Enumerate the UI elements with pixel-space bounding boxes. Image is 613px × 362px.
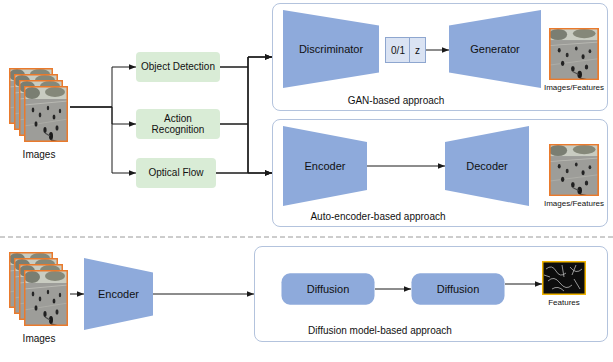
image-area xyxy=(8,252,70,330)
image-node: Images/Features xyxy=(541,144,607,212)
box-label: Object Detection xyxy=(141,61,215,73)
arrow-connector xyxy=(375,289,411,290)
panel-caption: Auto-encoder-based approach xyxy=(273,211,483,222)
image-node: Images/Features xyxy=(541,28,607,96)
image-area xyxy=(549,144,599,196)
diffusion-box: Diffusion xyxy=(411,273,505,305)
box-label: Encoder xyxy=(305,160,346,172)
diffusion-shape xyxy=(411,273,504,304)
arrow-connector xyxy=(70,107,136,173)
diffusion-box: Diffusion xyxy=(281,273,375,305)
trapezoid-shape xyxy=(445,126,529,206)
output-image xyxy=(549,144,599,196)
panel-caption: Diffusion model-based approach xyxy=(255,325,505,336)
box-label: Diffusion xyxy=(437,283,480,295)
image-label: Images/Features xyxy=(544,83,604,92)
video-frame xyxy=(24,270,68,326)
feature-map xyxy=(542,261,586,295)
arrow-connector xyxy=(505,284,542,285)
arrow-connector xyxy=(220,57,272,67)
image-node: Images xyxy=(8,252,70,346)
arrow-connector xyxy=(367,166,445,167)
encoder-block: Encoder xyxy=(283,126,367,206)
box-label: Action Recognition xyxy=(140,113,216,136)
image-stack xyxy=(9,68,68,142)
latent-box: z xyxy=(409,37,426,63)
arrow-connector xyxy=(216,173,272,174)
approach-panel: Encoder DecoderImages/FeaturesAuto-encode… xyxy=(272,119,608,227)
image-area xyxy=(8,68,70,146)
arrow-connector xyxy=(70,107,136,124)
trapezoid-shape xyxy=(283,126,367,206)
arrow-connector xyxy=(216,57,272,173)
output-image xyxy=(549,28,599,80)
preprocess-box: Optical Flow xyxy=(136,158,216,188)
image-label: Images/Features xyxy=(544,199,604,208)
box-label: Discriminator xyxy=(299,43,363,55)
panel-caption: GAN-based approach xyxy=(273,95,519,106)
arrow-connector xyxy=(220,67,272,173)
box-label: Encoder xyxy=(98,288,139,300)
approach-panel: Diffusion DiffusionFeaturesDiffusion mode… xyxy=(254,246,608,342)
box-label: 0/1 xyxy=(391,45,405,56)
preprocess-box: Action Recognition xyxy=(136,109,220,139)
approach-panel: Discriminator 0/1 z GeneratorImages/Feature… xyxy=(272,3,608,111)
trapezoid-shape xyxy=(84,258,153,330)
decoder-block: Generator xyxy=(449,10,541,88)
encoder-block: Encoder xyxy=(84,258,153,330)
trapezoid-shape xyxy=(449,10,541,88)
image-label: Images xyxy=(23,333,56,344)
image-area xyxy=(549,28,599,80)
decoder-block: Decoder xyxy=(445,126,529,206)
arrow-connector xyxy=(153,294,254,295)
image-node: Images xyxy=(8,68,70,162)
arrow-connector xyxy=(70,294,84,295)
image-stack xyxy=(9,252,68,326)
box-label: Diffusion xyxy=(307,283,350,295)
arrow-connector xyxy=(220,124,272,173)
trapezoid-shape xyxy=(283,10,379,88)
preprocess-box: Object Detection xyxy=(136,52,220,82)
box-label: Generator xyxy=(470,43,520,55)
box-label: z xyxy=(415,45,420,56)
image-area xyxy=(542,261,586,295)
box-label: Decoder xyxy=(466,160,508,172)
arrow-connector xyxy=(426,50,449,51)
video-frame xyxy=(24,86,68,142)
image-label: Features xyxy=(548,298,580,307)
image-node: Features xyxy=(537,261,591,311)
box-label: Optical Flow xyxy=(148,167,203,179)
diffusion-shape xyxy=(281,273,374,304)
section-divider xyxy=(0,237,613,238)
encoder-block: Discriminator xyxy=(283,10,379,88)
connector-layer xyxy=(70,50,542,294)
image-label: Images xyxy=(23,149,56,160)
arrow-connector xyxy=(70,67,136,107)
latent-box: 0/1 xyxy=(385,37,411,63)
